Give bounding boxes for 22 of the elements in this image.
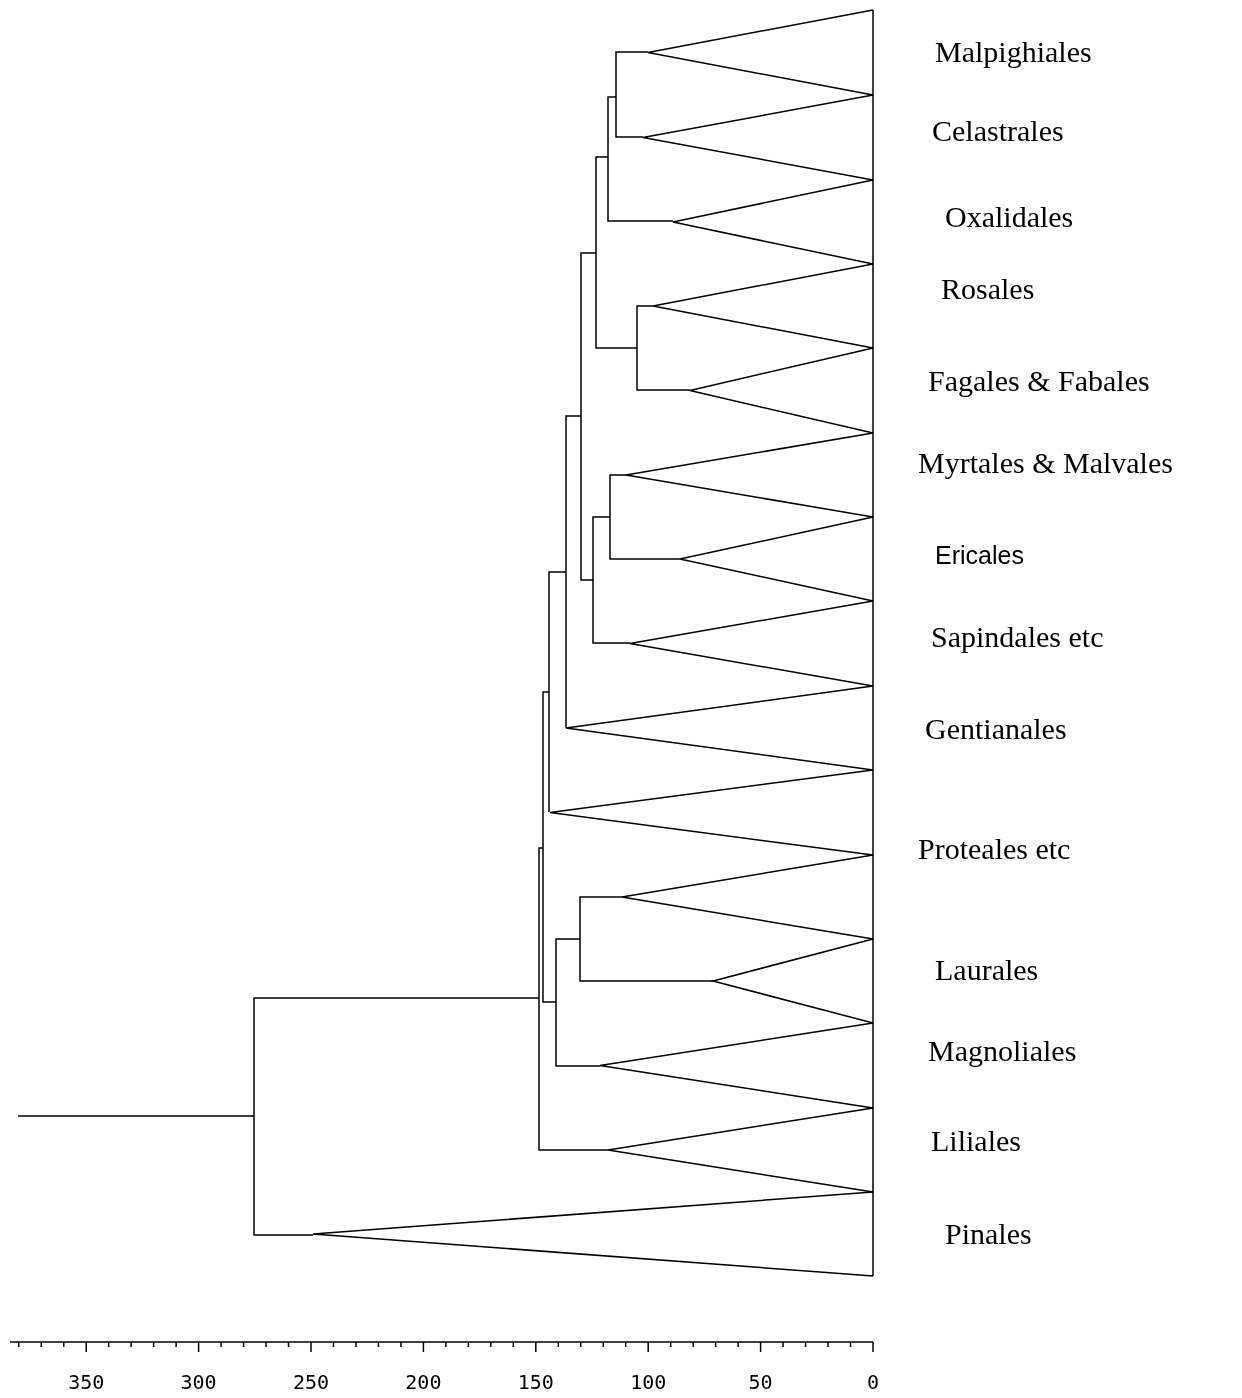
axis-tick-label: 250 bbox=[292, 1370, 330, 1394]
taxon-label: Myrtales & Malvales bbox=[918, 445, 1173, 481]
taxon-label: Pinales bbox=[945, 1216, 1032, 1252]
axis-tick-label: 150 bbox=[517, 1370, 554, 1394]
taxon-label: Gentianales bbox=[925, 711, 1067, 747]
taxon-label: Malpighiales bbox=[935, 34, 1092, 70]
taxon-label: Fagales & Fabales bbox=[928, 363, 1150, 399]
taxon-label: Laurales bbox=[935, 952, 1039, 988]
taxon-label: Liliales bbox=[931, 1123, 1021, 1159]
axis-tick-label: 0 bbox=[867, 1370, 879, 1394]
axis-tick-label: 300 bbox=[180, 1370, 217, 1394]
axis-tick-label: 100 bbox=[630, 1370, 667, 1394]
taxon-label: Ericales bbox=[935, 540, 1024, 570]
taxon-label: Rosales bbox=[941, 271, 1035, 307]
taxon-label: Proteales etc bbox=[918, 831, 1071, 867]
taxon-label: Celastrales bbox=[932, 113, 1064, 149]
taxon-label: Magnoliales bbox=[928, 1033, 1077, 1069]
axis-tick-label: 50 bbox=[748, 1370, 773, 1394]
axis-tick-label: 200 bbox=[405, 1370, 442, 1394]
taxon-label: Oxalidales bbox=[945, 199, 1074, 235]
axis-tick-label: 350 bbox=[68, 1370, 105, 1394]
taxon-label: Sapindales etc bbox=[931, 619, 1104, 655]
